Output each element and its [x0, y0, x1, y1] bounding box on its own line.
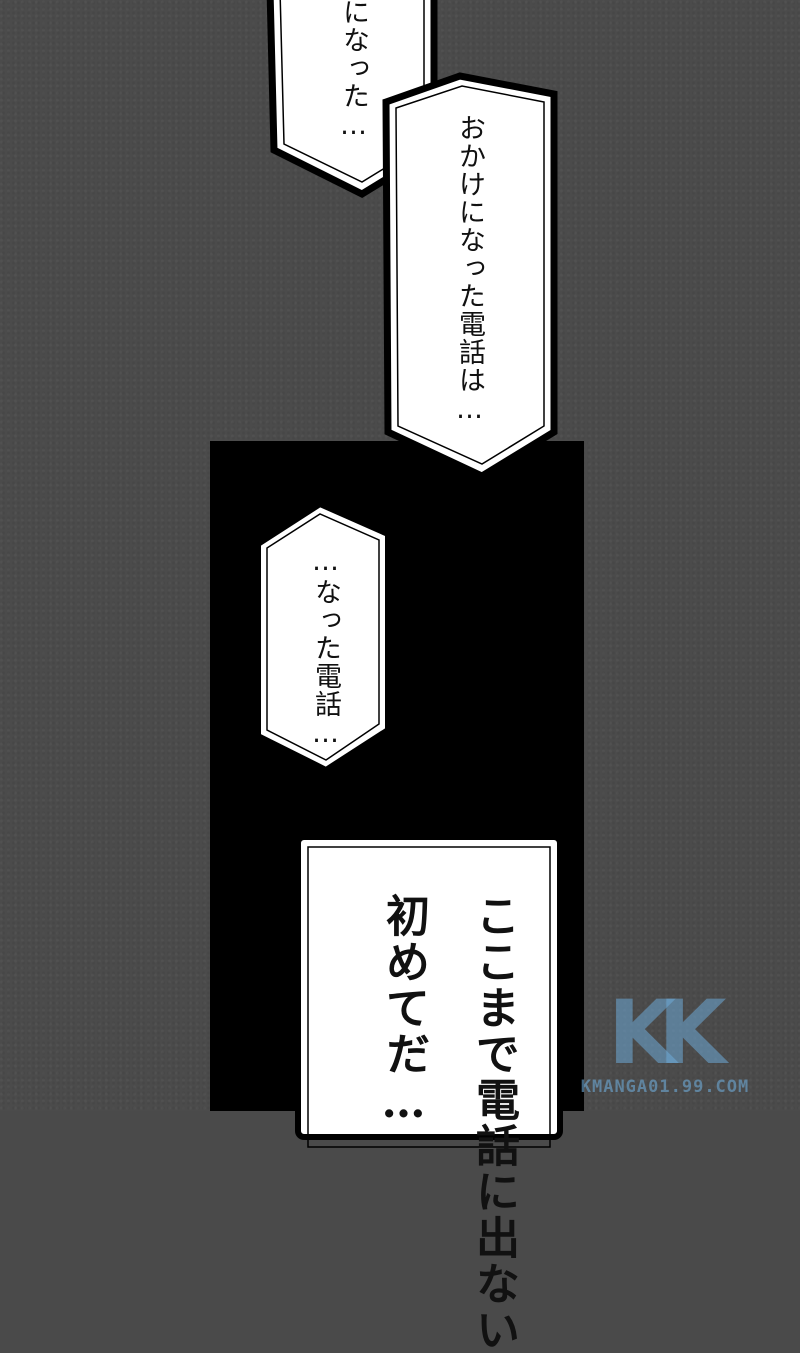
- caption-text-col2: 初めてだ…: [378, 893, 429, 1130]
- watermark-logo-icon: KK: [608, 981, 726, 1084]
- watermark-url: KMANGA01.99.COM: [580, 1077, 750, 1097]
- speech-bubble-main: おかけになった電話は…: [382, 72, 560, 482]
- caption-box: ここまで電話に出ない 初めてだ…: [294, 833, 564, 1353]
- watermark: KK KMANGA01.99.COM: [530, 985, 800, 1111]
- caption-text-col1: ここまで電話に出ない: [468, 893, 519, 1353]
- bubble-text-main: おかけになった電話は…: [454, 114, 485, 426]
- bubble-text-middle: …なった電話…: [310, 546, 341, 750]
- speech-bubble-middle: …なった電話…: [254, 500, 394, 775]
- bubble-text-top-fragment: になった…: [338, 0, 369, 142]
